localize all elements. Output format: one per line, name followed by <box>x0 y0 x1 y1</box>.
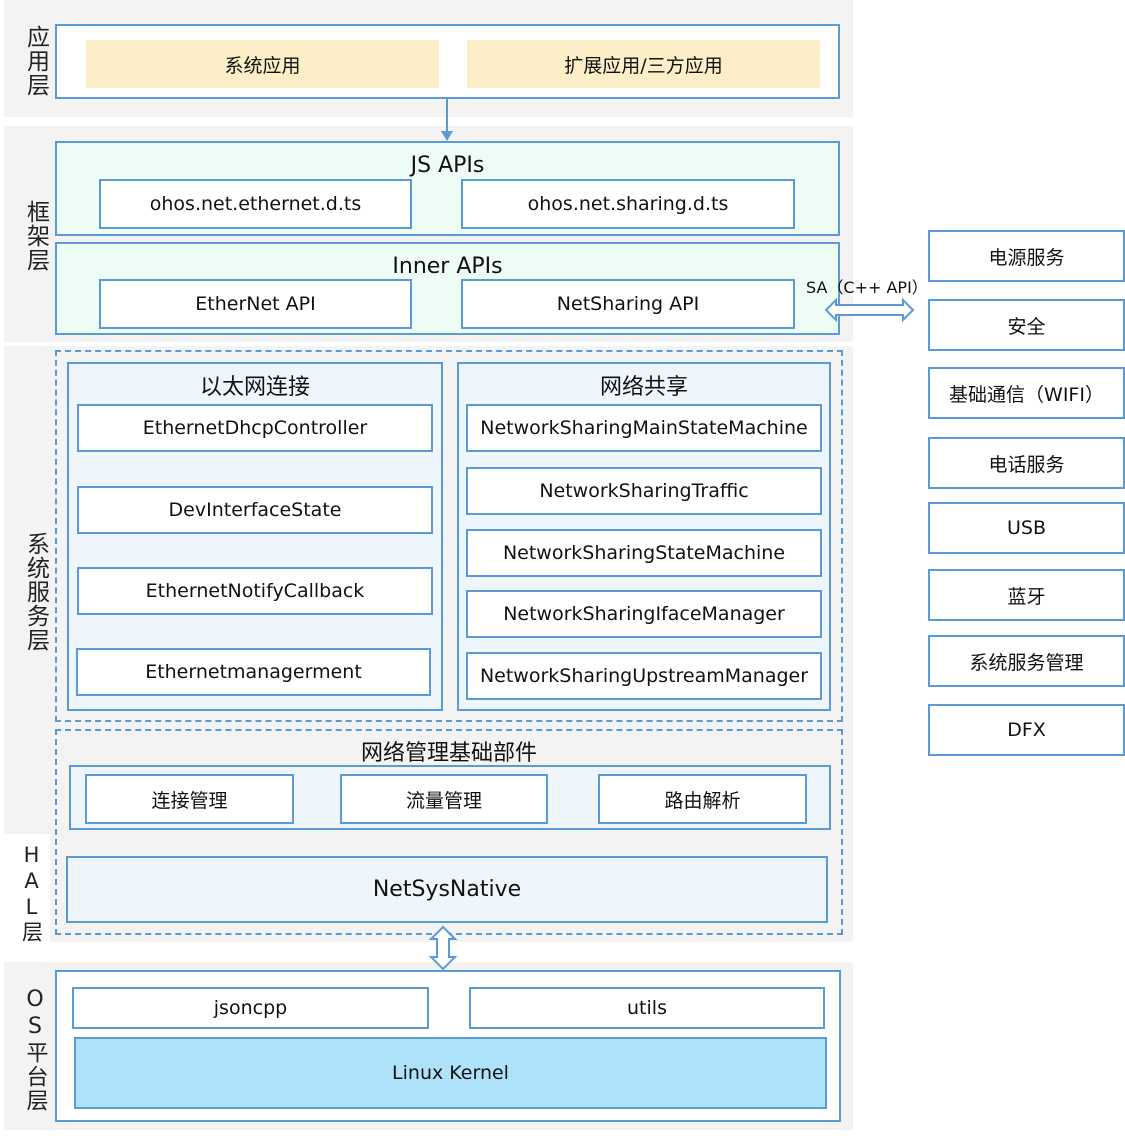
sa-cpp-api-label: SA（C++ API） <box>806 278 928 297</box>
os-layer-label-text: OS平台层 <box>22 987 48 1113</box>
hal-layer-label: HAL层 <box>6 838 56 948</box>
inner-apis-title: Inner APIs <box>392 253 503 279</box>
sharing-item: NetworkSharingStateMachine <box>466 529 822 577</box>
ethernet-module-title: 以太网连接 <box>199 375 310 400</box>
netmgr-item-connection: 连接管理 <box>85 774 294 824</box>
system-app-box: 系统应用 <box>86 40 439 88</box>
app-layer-label-text: 应用层 <box>22 25 49 97</box>
side-service-wifi: 基础通信（WIFI） <box>928 367 1125 419</box>
ethernet-item: EthernetDhcpController <box>77 404 433 452</box>
sharing-item: NetworkSharingMainStateMachine <box>466 404 822 452</box>
os-layer-label: OS平台层 <box>10 975 60 1125</box>
netmgr-title: 网络管理基础部件 <box>360 741 537 766</box>
side-service-bluetooth: 蓝牙 <box>928 569 1125 621</box>
side-service-dfx: DFX <box>928 704 1125 756</box>
js-api-sharing: ohos.net.sharing.d.ts <box>461 179 795 229</box>
hal-layer-label-text: HAL层 <box>19 842 44 944</box>
js-api-ethernet: ohos.net.ethernet.d.ts <box>99 179 412 229</box>
os-lib-jsoncpp: jsoncpp <box>72 987 429 1029</box>
netmgr-item-routing: 路由解析 <box>598 774 807 824</box>
framework-layer-label: 框架层 <box>10 196 60 276</box>
service-modules-frame <box>55 350 843 722</box>
service-layer-label-text: 系统服务层 <box>22 532 49 652</box>
os-lib-utils: utils <box>469 987 825 1029</box>
sharing-item: NetworkSharingIfaceManager <box>466 590 822 638</box>
side-service-samgr: 系统服务管理 <box>928 635 1125 687</box>
netsysnative-box: NetSysNative <box>66 856 828 923</box>
side-service-telephony: 电话服务 <box>928 437 1125 489</box>
ethernet-item: EthernetNotifyCallback <box>77 567 433 615</box>
inner-api-netsharing: NetSharing API <box>461 279 795 329</box>
netmgr-item-traffic: 流量管理 <box>340 774 548 824</box>
netsysnative-label: NetSysNative <box>372 877 522 902</box>
ethernet-item: DevInterfaceState <box>77 486 433 534</box>
side-service-security: 安全 <box>928 299 1125 351</box>
service-layer-label: 系统服务层 <box>10 528 60 656</box>
inner-api-ethernet: EtherNet API <box>99 279 412 329</box>
js-apis-title: JS APIs <box>410 152 485 178</box>
side-service-power: 电源服务 <box>928 230 1125 282</box>
ethernet-item: Ethernetmanagerment <box>76 648 431 696</box>
side-service-usb: USB <box>928 502 1125 554</box>
sharing-item: NetworkSharingUpstreamManager <box>466 652 822 700</box>
framework-layer-label-text: 框架层 <box>22 200 49 272</box>
sharing-module-title: 网络共享 <box>599 375 688 400</box>
app-layer-label: 应用层 <box>10 22 60 100</box>
sharing-item: NetworkSharingTraffic <box>466 467 822 515</box>
linux-kernel-box: Linux Kernel <box>74 1037 827 1109</box>
ext-app-box: 扩展应用/三方应用 <box>467 40 820 88</box>
